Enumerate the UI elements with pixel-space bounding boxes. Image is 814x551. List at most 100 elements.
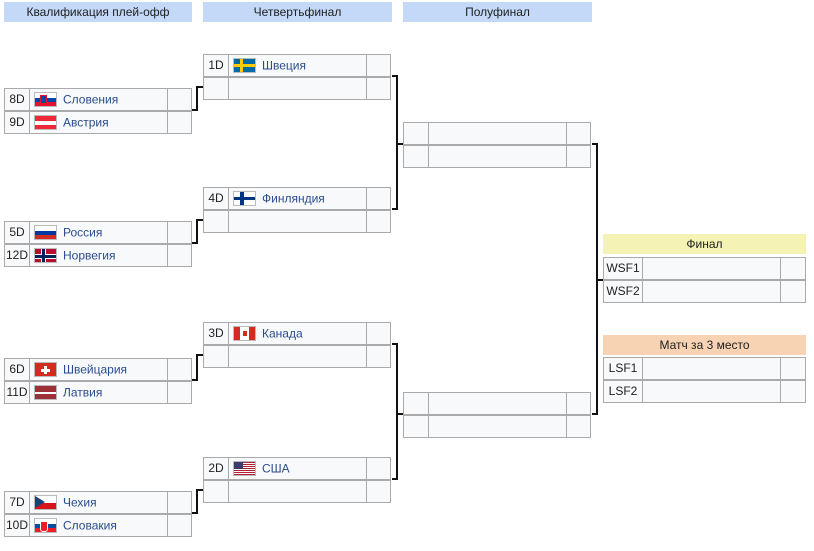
score-cell: [366, 457, 391, 480]
header-final: Финал: [603, 234, 806, 254]
team-name-link[interactable]: Латвия: [63, 385, 103, 400]
score-cell: [780, 257, 806, 280]
team-name-link[interactable]: Австрия: [63, 115, 109, 130]
score-cell: [167, 381, 192, 404]
header-semifinal: Полуфинал: [403, 2, 592, 22]
score-cell: [167, 244, 192, 267]
bracket-connector-line: [392, 478, 397, 480]
team-cell[interactable]: Канада: [228, 322, 367, 345]
score-cell: [167, 221, 192, 244]
score-cell: [167, 111, 192, 134]
team-name-link[interactable]: Норвегия: [63, 248, 116, 263]
switzerland-flag-icon: [34, 362, 57, 378]
team-cell: [228, 210, 367, 233]
score-cell: [167, 88, 192, 111]
bracket-connector-line: [192, 242, 197, 244]
slovakia-flag-icon: [34, 518, 57, 534]
team-name-link[interactable]: Финляндия: [262, 191, 325, 206]
seed-cell: 5D: [4, 221, 30, 244]
score-cell: [566, 392, 591, 415]
bracket-connector-line: [396, 75, 398, 210]
team-cell[interactable]: Словакия: [29, 514, 168, 537]
seed-cell: [203, 77, 229, 100]
seed-cell: 12D: [4, 244, 30, 267]
team-cell: [428, 145, 567, 168]
seed-cell: 4D: [203, 187, 229, 210]
bracket-connector-line: [196, 86, 198, 111]
team-cell[interactable]: Латвия: [29, 381, 168, 404]
score-cell: [167, 358, 192, 381]
bracket-connector-line: [392, 75, 397, 77]
score-cell: [167, 491, 192, 514]
seed-cell: [403, 145, 429, 168]
team-cell[interactable]: Словения: [29, 88, 168, 111]
bracket-connector-line: [592, 413, 597, 415]
team-cell: [642, 257, 781, 280]
seed-cell: 1D: [203, 54, 229, 77]
bracket-connector-line: [192, 379, 197, 381]
score-cell: [566, 122, 591, 145]
final-slot-wsf1: WSF1: [603, 257, 643, 280]
team-name-link[interactable]: Швейцария: [63, 362, 128, 377]
team-name-link[interactable]: Чехия: [63, 495, 97, 510]
bracket-connector-line: [196, 219, 198, 244]
team-cell: [428, 415, 567, 438]
seed-cell: [203, 345, 229, 368]
czech-flag-icon: [34, 495, 57, 511]
norway-flag-icon: [34, 248, 57, 264]
team-cell: [228, 480, 367, 503]
team-cell[interactable]: Финляндия: [228, 187, 367, 210]
team-cell[interactable]: Чехия: [29, 491, 168, 514]
team-cell: [642, 357, 781, 380]
score-cell: [780, 380, 806, 403]
team-cell[interactable]: Швеция: [228, 54, 367, 77]
seed-cell: 10D: [4, 514, 30, 537]
score-cell: [566, 415, 591, 438]
team-cell[interactable]: Австрия: [29, 111, 168, 134]
seed-cell: 2D: [203, 457, 229, 480]
seed-cell: [403, 392, 429, 415]
bracket-connector-line: [392, 208, 397, 210]
latvia-flag-icon: [34, 385, 57, 401]
score-cell: [366, 187, 391, 210]
bracket-connector-line: [396, 143, 403, 145]
team-name-link[interactable]: Словакия: [63, 518, 117, 533]
score-cell: [366, 322, 391, 345]
score-cell: [366, 77, 391, 100]
bracket-connector-line: [196, 219, 203, 221]
score-cell: [366, 480, 391, 503]
slovenia-flag-icon: [34, 92, 57, 108]
seed-cell: 7D: [4, 491, 30, 514]
seed-cell: 9D: [4, 111, 30, 134]
usa-flag-icon: [233, 461, 256, 477]
header-bronze-match: Матч за 3 место: [603, 335, 806, 355]
team-cell[interactable]: США: [228, 457, 367, 480]
team-cell[interactable]: Россия: [29, 221, 168, 244]
seed-cell: 8D: [4, 88, 30, 111]
bracket-connector-line: [196, 354, 203, 356]
team-cell[interactable]: Швейцария: [29, 358, 168, 381]
bracket-connector-line: [396, 343, 398, 480]
team-cell: [228, 77, 367, 100]
bronze-slot-lsf1: LSF1: [603, 357, 643, 380]
score-cell: [780, 357, 806, 380]
team-cell: [642, 380, 781, 403]
seed-cell: 11D: [4, 381, 30, 404]
seed-cell: [203, 480, 229, 503]
bracket-connector-line: [396, 413, 403, 415]
austria-flag-icon: [34, 115, 57, 131]
team-cell: [642, 280, 781, 303]
seed-cell: [203, 210, 229, 233]
team-name-link[interactable]: Швеция: [262, 58, 306, 73]
score-cell: [366, 210, 391, 233]
canada-flag-icon: [233, 326, 256, 342]
seed-cell: 3D: [203, 322, 229, 345]
team-name-link[interactable]: Словения: [63, 92, 119, 107]
team-name-link[interactable]: Россия: [63, 225, 103, 240]
team-cell[interactable]: Норвегия: [29, 244, 168, 267]
team-name-link[interactable]: Канада: [262, 326, 303, 341]
bracket-connector-line: [196, 489, 198, 514]
team-name-link[interactable]: США: [262, 461, 290, 476]
score-cell: [566, 145, 591, 168]
bracket-connector-line: [196, 354, 198, 381]
